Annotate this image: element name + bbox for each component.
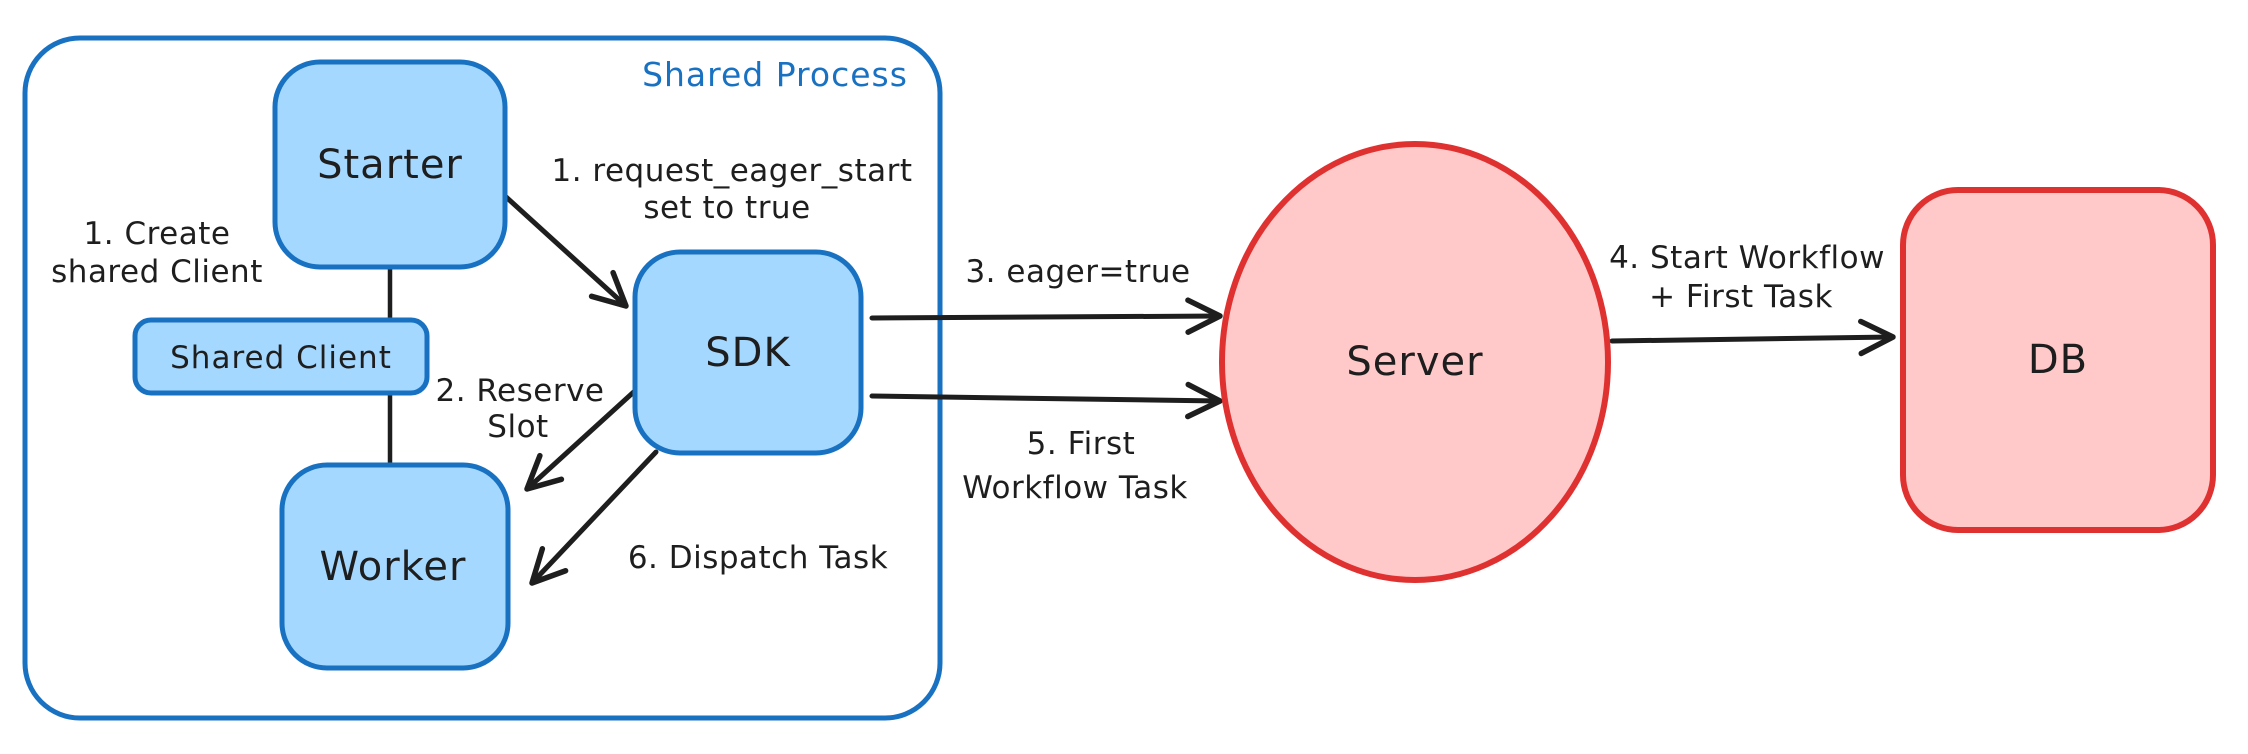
arrow-starter-to-sdk (502, 193, 629, 309)
sdk-label: SDK (705, 330, 791, 376)
label-dispatch-task: 6. Dispatch Task (628, 540, 888, 576)
arrow-sdk-to-worker-dispatch-task (529, 449, 659, 586)
db-label: DB (2028, 337, 2088, 383)
arrow-sdk-to-worker-reserve-slot (524, 385, 641, 492)
server-label: Server (1346, 339, 1483, 385)
starter-box (272, 59, 508, 270)
label-start-workflow-line1: 4. Start Workflow (1609, 240, 1885, 276)
worker-box (279, 462, 511, 671)
label-reserve-slot-line2: Slot (487, 409, 548, 445)
label-first-workflow-task-line1: 5. First (1027, 426, 1136, 462)
label-create-shared-client-line2: shared Client (51, 254, 263, 290)
shared-process-container (22, 35, 943, 721)
sdk-box (632, 249, 864, 456)
label-request-eager-start-line2: set to true (643, 190, 810, 226)
shared-client-box (132, 317, 430, 396)
db-box (1900, 187, 2216, 533)
arrow-server-to-db (1609, 318, 1896, 357)
arrow-sdk-to-server-first-task (869, 381, 1223, 420)
shared-client-label: Shared Client (170, 340, 392, 376)
worker-label: Worker (320, 544, 467, 590)
label-first-workflow-task-line2: Workflow Task (962, 470, 1188, 506)
shared-process-label: Shared Process (642, 55, 908, 94)
server-circle (1219, 141, 1611, 583)
label-reserve-slot-line1: 2. Reserve (435, 373, 604, 409)
label-request-eager-start-line1: 1. request_eager_start (551, 153, 912, 189)
label-eager-true: 3. eager=true (965, 254, 1190, 290)
starter-label: Starter (317, 142, 463, 188)
arrow-sdk-to-server-eager (869, 297, 1223, 335)
label-start-workflow-line2: + First Task (1649, 279, 1833, 315)
label-create-shared-client-line1: 1. Create (84, 216, 231, 252)
